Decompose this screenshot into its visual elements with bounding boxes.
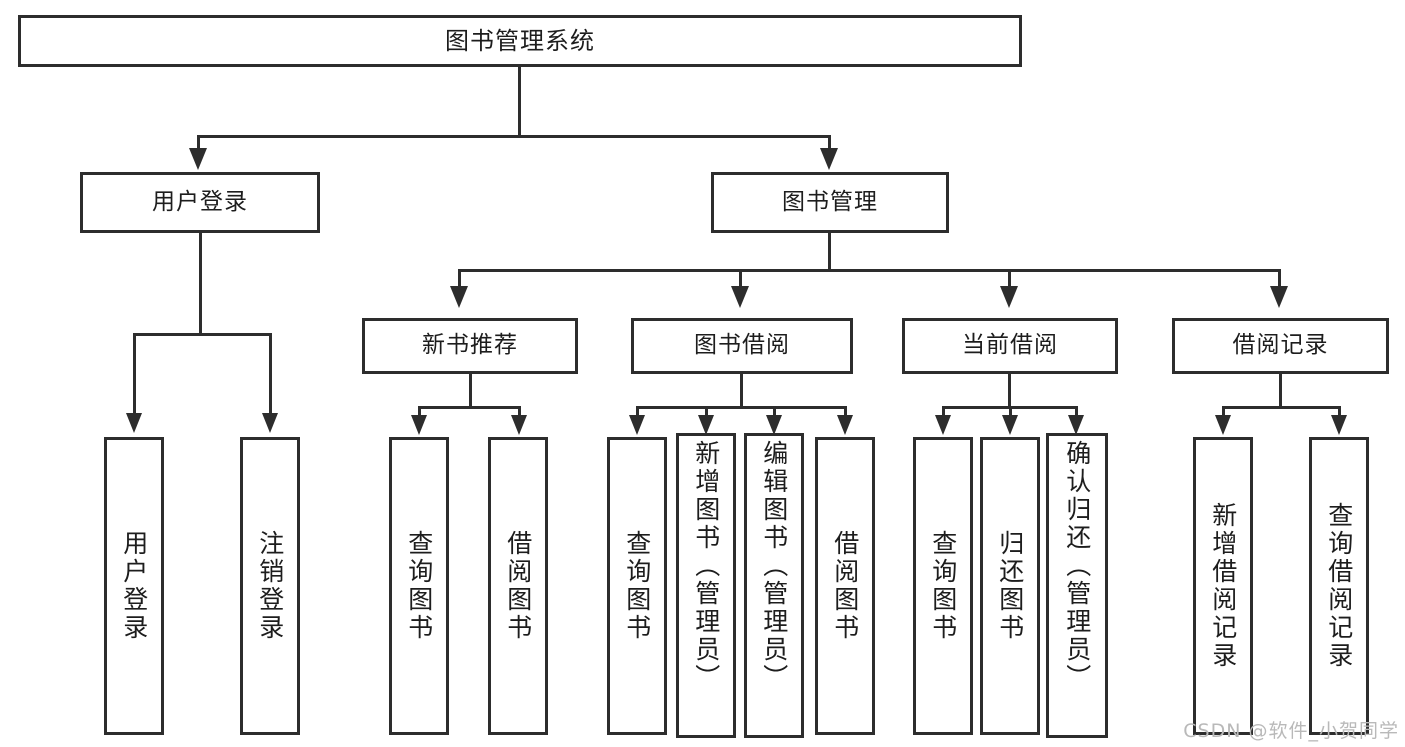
node-user-login[interactable]: 用户登录 — [80, 172, 320, 233]
arrowhead-leaf-add-record — [1215, 415, 1231, 435]
connector-user-login-drop-1 — [133, 333, 136, 417]
leaf-label: 查询图书 — [622, 530, 652, 642]
arrowhead-leaf-confirm-return — [1068, 415, 1084, 435]
arrowhead-leaf-edit-book — [766, 415, 782, 435]
leaf-label: 借阅图书 — [830, 530, 860, 642]
arrowhead-to-current-borrow — [1000, 286, 1018, 308]
connector-nbr-drop-1 — [418, 406, 421, 418]
connector-user-login-rail — [133, 333, 272, 336]
leaf-label: 新增借阅记录 — [1208, 502, 1238, 670]
connector-borrow-record-stem — [1279, 374, 1282, 408]
connector-root-drop-left — [197, 135, 200, 153]
leaf-label: 借阅图书 — [503, 530, 533, 642]
connector-root-stem — [518, 67, 521, 137]
node-root-book-management-system[interactable]: 图书管理系统 — [18, 15, 1022, 67]
leaf-user-login[interactable]: 用户登录 — [104, 437, 164, 735]
arrowhead-leaf-query-book-3 — [935, 415, 951, 435]
connector-cb-drop-2 — [1009, 406, 1012, 418]
leaf-borrow-book-borrow[interactable]: 借阅图书 — [815, 437, 875, 735]
node-book-manage[interactable]: 图书管理 — [711, 172, 949, 233]
leaf-edit-book-admin[interactable]: 编辑图书（管理员） — [744, 433, 804, 738]
arrowhead-leaf-add-book — [698, 415, 714, 435]
arrowhead-leaf-return-book — [1002, 415, 1018, 435]
connector-book-manage-rail — [458, 269, 1281, 272]
arrowhead-leaf-query-book-1 — [411, 415, 427, 435]
connector-bb-drop-4 — [844, 406, 847, 418]
leaf-label: 新增图书（管理员） — [691, 440, 721, 692]
connector-book-manage-stem — [828, 233, 831, 271]
leaf-query-borrow-record[interactable]: 查询借阅记录 — [1309, 437, 1369, 735]
leaf-label: 查询图书 — [404, 530, 434, 642]
node-label: 借阅记录 — [1232, 332, 1329, 359]
node-current-borrow[interactable]: 当前借阅 — [902, 318, 1118, 374]
leaf-query-book-recommend[interactable]: 查询图书 — [389, 437, 449, 735]
connector-book-borrow-rail — [636, 406, 847, 409]
leaf-label: 查询图书 — [928, 530, 958, 642]
node-book-borrow[interactable]: 图书借阅 — [631, 318, 853, 374]
node-label: 图书借阅 — [694, 332, 790, 359]
arrowhead-leaf-user-login — [126, 413, 142, 433]
connector-root-drop-right — [828, 135, 831, 153]
connector-book-borrow-stem — [740, 374, 743, 408]
leaf-query-book-borrow[interactable]: 查询图书 — [607, 437, 667, 735]
arrowhead-leaf-query-book-2 — [629, 415, 645, 435]
node-label: 图书管理 — [782, 188, 878, 215]
connector-book-manage-drop-4 — [1278, 269, 1281, 291]
leaf-label: 查询借阅记录 — [1324, 502, 1354, 670]
node-label: 图书管理系统 — [445, 26, 595, 55]
arrowhead-leaf-borrow-book-1 — [511, 415, 527, 435]
arrowhead-to-book-borrow — [731, 286, 749, 308]
connector-bb-drop-3 — [773, 406, 776, 418]
arrowhead-leaf-logout — [262, 413, 278, 433]
leaf-label: 归还图书 — [995, 530, 1025, 642]
leaf-label: 编辑图书（管理员） — [759, 440, 789, 692]
connector-book-manage-drop-1 — [458, 269, 461, 291]
leaf-add-book-admin[interactable]: 新增图书（管理员） — [676, 433, 736, 738]
node-label: 新书推荐 — [422, 332, 518, 359]
leaf-add-borrow-record[interactable]: 新增借阅记录 — [1193, 437, 1253, 735]
connector-nbr-drop-2 — [518, 406, 521, 418]
connector-current-borrow-stem — [1008, 374, 1011, 408]
node-borrow-record[interactable]: 借阅记录 — [1172, 318, 1389, 374]
connector-user-login-drop-2 — [269, 333, 272, 417]
connector-root-rail — [197, 135, 831, 138]
arrowhead-to-borrow-record — [1270, 286, 1288, 308]
connector-bb-drop-1 — [636, 406, 639, 418]
connector-cb-drop-1 — [942, 406, 945, 418]
arrowhead-leaf-query-record — [1331, 415, 1347, 435]
connector-new-book-recommend-stem — [469, 374, 472, 408]
node-new-book-recommend[interactable]: 新书推荐 — [362, 318, 578, 374]
node-label: 用户登录 — [152, 188, 248, 215]
leaf-return-book[interactable]: 归还图书 — [980, 437, 1040, 735]
connector-book-manage-drop-2 — [739, 269, 742, 291]
leaf-borrow-book-recommend[interactable]: 借阅图书 — [488, 437, 548, 735]
connector-bb-drop-2 — [705, 406, 708, 418]
leaf-confirm-return-admin[interactable]: 确认归还（管理员） — [1046, 433, 1108, 738]
connector-user-login-stem — [199, 233, 202, 336]
leaf-query-book-current[interactable]: 查询图书 — [913, 437, 973, 735]
leaf-label: 用户登录 — [119, 530, 149, 642]
arrowhead-to-new-book-recommend — [450, 286, 468, 308]
arrowhead-leaf-borrow-book-2 — [837, 415, 853, 435]
arrowhead-to-user-login — [189, 148, 207, 170]
connector-br-drop-1 — [1222, 406, 1225, 418]
connector-cb-drop-3 — [1075, 406, 1078, 418]
connector-new-book-recommend-rail — [418, 406, 521, 409]
connector-br-drop-2 — [1338, 406, 1341, 418]
leaf-label: 确认归还（管理员） — [1062, 440, 1092, 692]
connector-book-manage-drop-3 — [1008, 269, 1011, 291]
connector-borrow-record-rail — [1222, 406, 1341, 409]
node-label: 当前借阅 — [962, 332, 1058, 359]
leaf-logout-login[interactable]: 注销登录 — [240, 437, 300, 735]
arrowhead-to-book-manage — [820, 148, 838, 170]
leaf-label: 注销登录 — [255, 530, 285, 642]
